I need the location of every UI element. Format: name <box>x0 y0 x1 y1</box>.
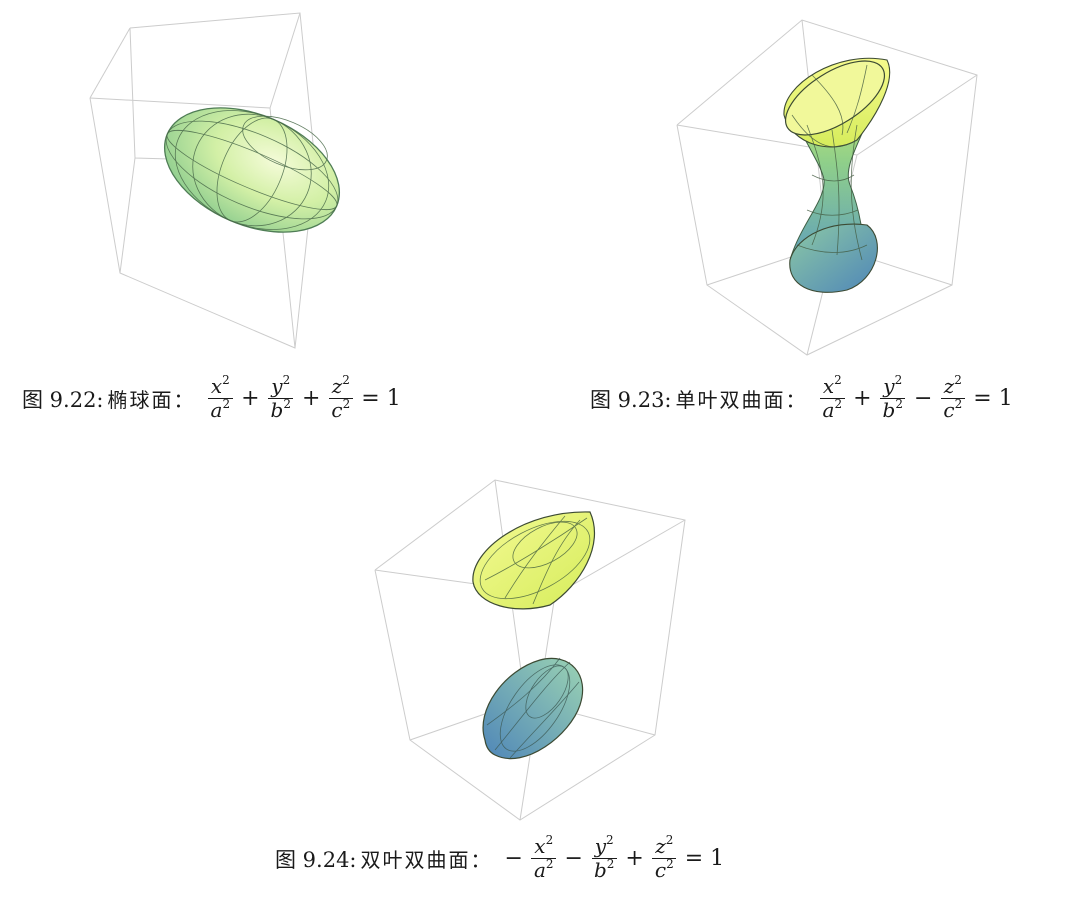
surface-name: 双叶双曲面： <box>360 848 493 872</box>
equation-sign: + <box>625 846 644 871</box>
equation-rhs: = 1 <box>361 386 401 411</box>
equation-sign: − <box>913 386 933 411</box>
equation-sign: + <box>241 386 260 411</box>
surface-name: 单叶双曲面： <box>675 388 808 412</box>
hyperboloid-surface <box>783 57 891 293</box>
figure-hyperboloid-one-sheet <box>672 5 992 360</box>
figure-number: 图 9.23: <box>590 387 672 412</box>
figure-hyperboloid-two-sheets <box>365 470 695 830</box>
ellipsoid-plot <box>89 12 341 349</box>
equation-rhs: = 1 <box>973 386 1013 411</box>
equation-sign: − <box>504 846 523 871</box>
hyperboloid-one-sheet-plot <box>676 19 978 356</box>
surface-name: 椭球面： <box>107 388 196 412</box>
figure-number: 图 9.24: <box>275 847 357 872</box>
figure-ellipsoid <box>80 8 380 353</box>
hyperboloid-lower-sheet <box>482 657 584 760</box>
ellipsoid-surface <box>163 107 341 233</box>
equation-sign: − <box>564 846 583 871</box>
figure-number: 图 9.22: <box>22 387 104 412</box>
equation-sign: + <box>853 386 872 411</box>
hyperboloid-upper-sheet <box>472 511 596 610</box>
hyperboloid-two-sheets-plot <box>374 479 686 821</box>
equation-rhs: = 1 <box>684 846 725 871</box>
equation-sign: + <box>301 386 321 411</box>
